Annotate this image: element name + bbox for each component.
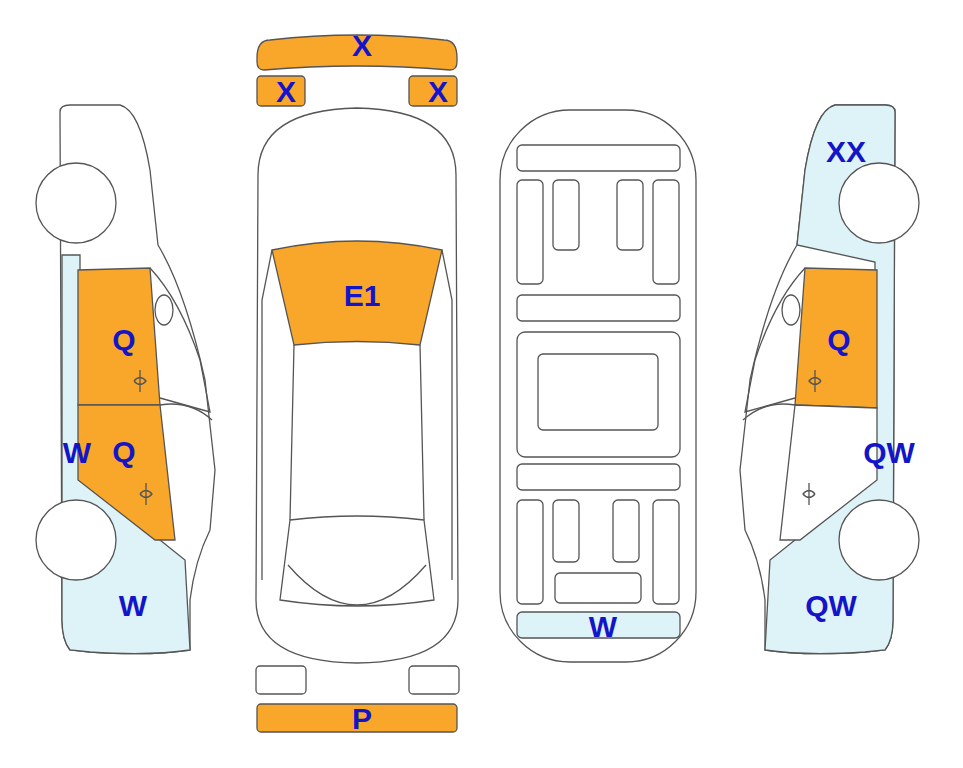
damage-code: QW (863, 438, 915, 468)
damage-code: QW (805, 591, 857, 621)
damage-code: Q (112, 437, 135, 467)
damage-code: X (428, 77, 448, 107)
damage-code: X (276, 77, 296, 107)
damage-code: Q (827, 325, 850, 355)
damage-code: E1 (344, 281, 381, 311)
damage-code: W (589, 612, 617, 642)
damage-code: X (352, 31, 372, 61)
damage-code: XX (826, 137, 866, 167)
damage-code: Q (112, 325, 135, 355)
underbody-view (500, 110, 696, 662)
right-side-view (740, 105, 919, 654)
damage-code: P (352, 704, 372, 734)
top-view (256, 35, 459, 732)
damage-code: W (119, 591, 147, 621)
damage-code: W (63, 438, 91, 468)
left-side-view (36, 105, 215, 654)
